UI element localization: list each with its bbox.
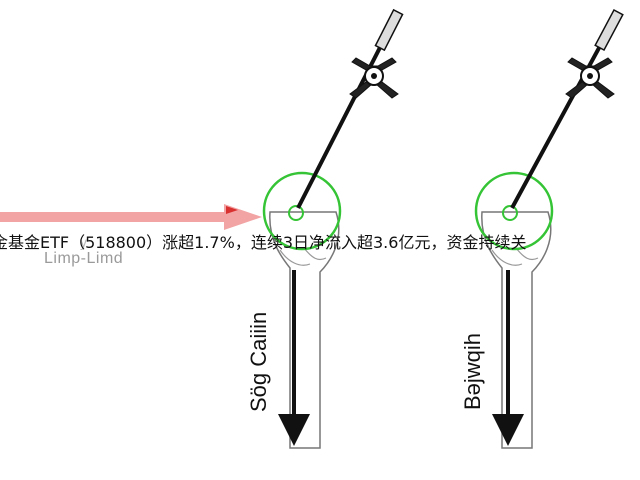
pointer-arrow-icon xyxy=(0,204,262,230)
right-handle-icon xyxy=(565,57,615,99)
right-bone-label: Bəjwqih xyxy=(460,332,485,410)
left-force-arrow-head xyxy=(278,414,310,446)
left-femur-outline xyxy=(269,211,340,449)
right-force-arrow-head xyxy=(492,414,524,446)
left-handle-icon xyxy=(349,57,399,99)
left-green-ring xyxy=(262,171,342,251)
left-bone-label: Sög Caiiin xyxy=(246,311,271,412)
right-femur-figure xyxy=(474,8,624,449)
right-femur-outline xyxy=(481,211,552,449)
ghost-top-text: y xyxy=(80,234,87,250)
left-femur-figure xyxy=(262,8,404,449)
ghost-label: Limp-Limd xyxy=(44,250,124,267)
right-green-ring xyxy=(474,171,554,251)
news-banner: 金基金ETF（518800）涨超1.7%，连续3日净流入超3.6亿元，资金持续关 xyxy=(0,233,527,252)
right-guide-rod xyxy=(510,23,614,209)
left-guide-rod xyxy=(296,23,394,209)
